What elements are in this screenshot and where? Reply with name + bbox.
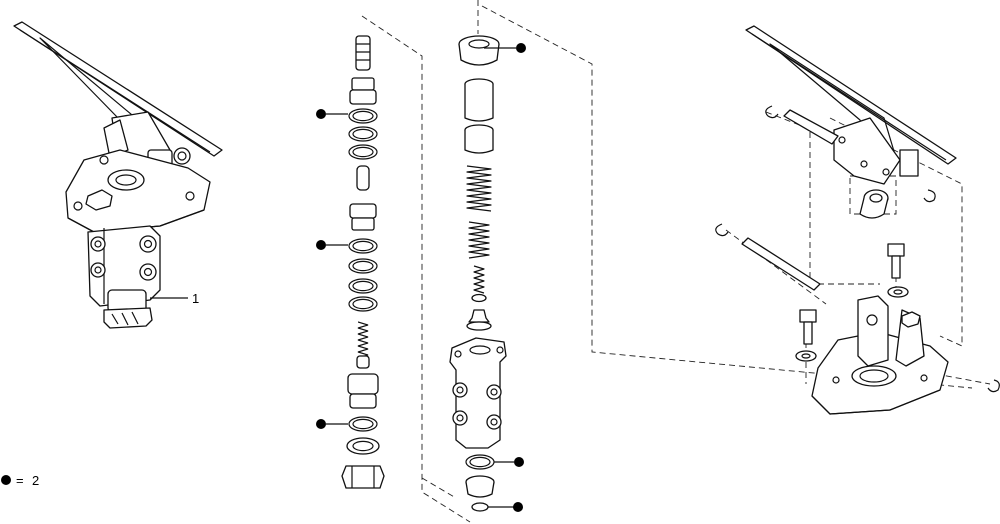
pedal-plate-exploded bbox=[745, 25, 957, 165]
legend-equals: = bbox=[16, 473, 24, 488]
exploded-column-left bbox=[316, 35, 385, 489]
quantity-legend: = 2 bbox=[1, 473, 39, 488]
base-plate bbox=[65, 149, 211, 233]
bottom-nut bbox=[103, 307, 153, 329]
legend-quantity: 2 bbox=[32, 473, 39, 488]
assembled-valve: 1 bbox=[13, 21, 223, 329]
qty-dot-marker bbox=[513, 502, 523, 512]
qty-dot-marker bbox=[316, 109, 326, 119]
part-callout-1: 1 bbox=[192, 291, 199, 306]
dashed-guide-lines bbox=[361, 0, 991, 523]
qty-dot-marker bbox=[316, 240, 326, 250]
qty-dot-marker bbox=[516, 43, 526, 53]
hex-nut bbox=[341, 465, 385, 489]
qty-dot-marker bbox=[514, 457, 524, 467]
exploded-column-right bbox=[449, 35, 526, 512]
qty-dot-marker bbox=[316, 419, 326, 429]
exploded-pedal-assembly bbox=[715, 25, 1000, 415]
legend-dot-icon bbox=[1, 475, 11, 485]
